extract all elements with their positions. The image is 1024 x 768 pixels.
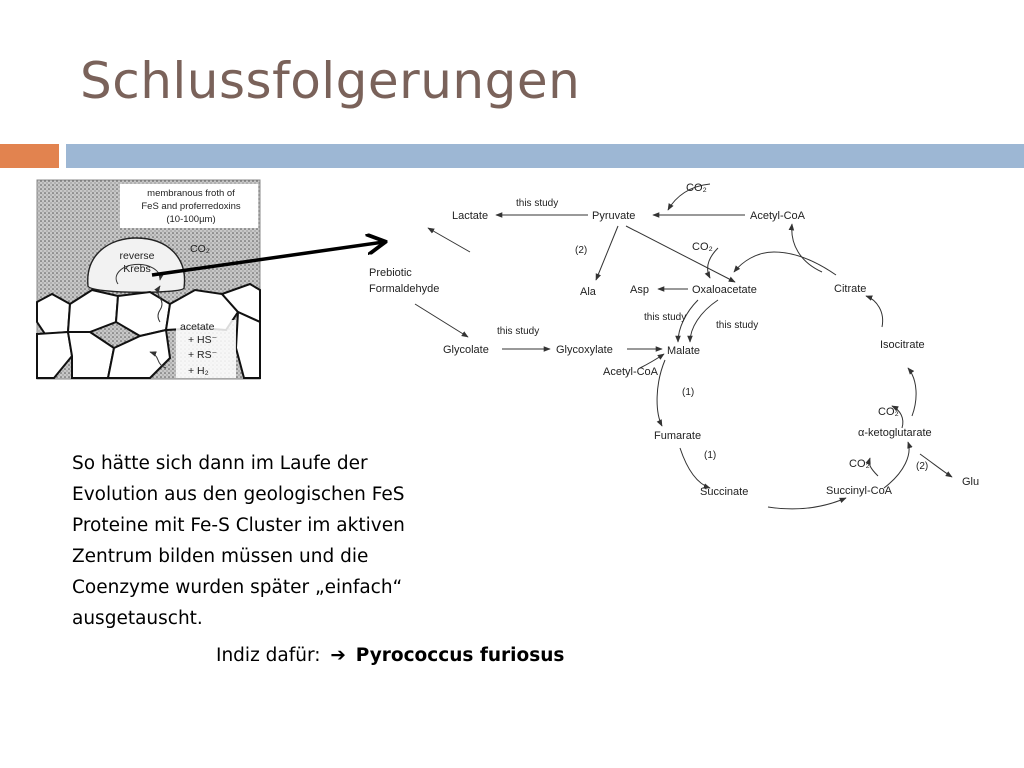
pathway-diagram: Lactate Pyruvate Acetyl-CoA Prebiotic Fo… xyxy=(369,182,979,510)
inset-h2-label: + H₂ xyxy=(188,365,209,377)
label-step2-a: (2) xyxy=(575,245,587,256)
node-glycolate: Glycolate xyxy=(443,344,489,356)
node-acetyl-coa-mid: Acetyl-CoA xyxy=(603,366,659,378)
inset-krebs-label: Krebs xyxy=(123,263,150,275)
label-co2-4: CO₂ xyxy=(849,458,870,470)
label-step1-a: (1) xyxy=(682,387,694,398)
node-asp: Asp xyxy=(630,284,649,296)
node-oxaloacetate: Oxaloacetate xyxy=(692,284,757,296)
evidence-line: Indiz dafür: ➔ Pyrococcus furiosus xyxy=(216,645,564,666)
froth-inset: membranous froth of FeS and proferredoxi… xyxy=(36,179,261,380)
node-formaldehyde: Formaldehyde xyxy=(369,283,439,295)
node-succinyl-coa: Succinyl-CoA xyxy=(826,485,893,497)
evidence-label: Indiz dafür: xyxy=(216,645,321,666)
froth-label-1: membranous froth of xyxy=(147,188,235,199)
label-this-study-4: this study xyxy=(716,320,758,331)
right-arrow-icon: ➔ xyxy=(330,645,346,666)
label-co2-1: CO₂ xyxy=(686,182,707,194)
label-this-study-3: this study xyxy=(644,312,686,323)
node-succinate: Succinate xyxy=(700,486,748,498)
body-paragraph: So hätte sich dann im Laufe der Evolutio… xyxy=(72,453,405,629)
label-co2-3: CO₂ xyxy=(878,406,899,418)
accent-bar-orange xyxy=(0,144,59,168)
node-glu: Glu xyxy=(962,476,979,488)
label-step1-b: (1) xyxy=(704,450,716,461)
label-this-study-1: this study xyxy=(516,198,558,209)
node-isocitrate: Isocitrate xyxy=(880,339,925,351)
slide-title: Schlussfolgerungen xyxy=(80,52,581,110)
node-malate: Malate xyxy=(667,345,700,357)
inset-reverse-label: reverse xyxy=(119,250,154,262)
node-prebiotic: Prebiotic xyxy=(369,267,412,279)
froth-label-3: (10-100µm) xyxy=(166,214,215,225)
node-ala: Ala xyxy=(580,286,597,298)
inset-hs-label: + HS⁻ xyxy=(188,334,218,346)
figure: membranous froth of FeS and proferredoxi… xyxy=(36,179,979,510)
node-ketoglutarate: α-ketoglutarate xyxy=(858,427,932,439)
froth-label-2: FeS and proferredoxins xyxy=(141,201,241,212)
inset-rs-label: + RS⁻ xyxy=(188,349,218,361)
label-co2-2: CO₂ xyxy=(692,241,713,253)
label-step2-b: (2) xyxy=(916,461,928,472)
node-glycoxylate: Glycoxylate xyxy=(556,344,613,356)
node-citrate: Citrate xyxy=(834,283,866,295)
label-this-study-2: this study xyxy=(497,326,539,337)
inset-co2-label: CO₂ xyxy=(190,243,210,255)
organism-name: Pyrococcus furiosus xyxy=(355,645,565,666)
node-pyruvate: Pyruvate xyxy=(592,210,635,222)
node-fumarate: Fumarate xyxy=(654,430,701,442)
node-lactate: Lactate xyxy=(452,210,488,222)
connector-arrow xyxy=(151,242,384,277)
inset-acetate-label: acetate xyxy=(180,321,215,333)
node-acetyl-coa-top: Acetyl-CoA xyxy=(750,210,806,222)
accent-bar-blue xyxy=(66,144,1024,168)
